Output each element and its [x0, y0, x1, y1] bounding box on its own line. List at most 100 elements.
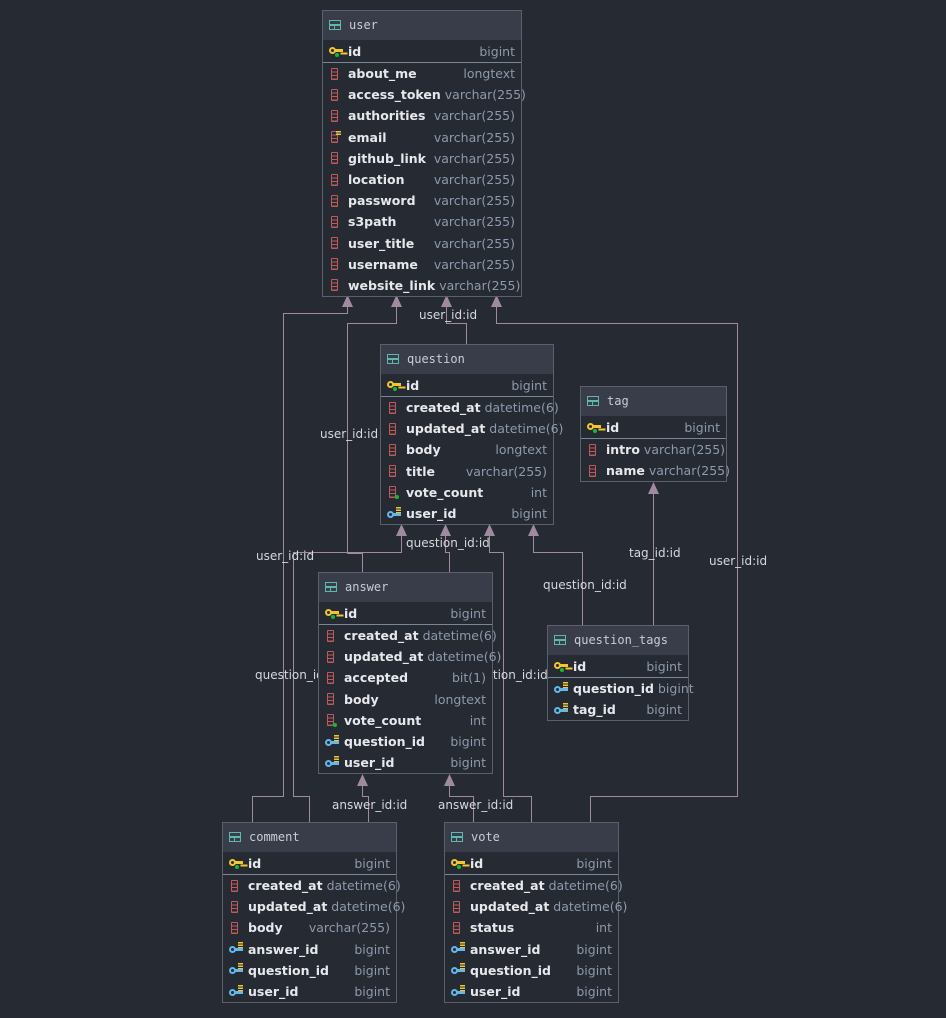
column-type: varchar(255): [648, 463, 730, 479]
table-header[interactable]: comment: [223, 823, 396, 852]
column-name: s3path: [348, 214, 397, 230]
table-header[interactable]: vote: [445, 823, 618, 852]
column-name: id: [344, 605, 358, 621]
column-name: created_at: [470, 878, 545, 894]
column-name: access_token: [348, 87, 441, 103]
column-name: accepted: [344, 670, 409, 686]
table-icon: [451, 832, 463, 842]
column-name: body: [248, 920, 283, 936]
link-vote-question: [489, 532, 532, 822]
column-type: datetime(6): [422, 628, 497, 644]
table-header[interactable]: tag: [581, 387, 726, 416]
column-type: bigint: [511, 506, 547, 522]
column-icon: [228, 921, 244, 935]
table-header[interactable]: answer: [319, 573, 492, 602]
arrow-head: [441, 295, 452, 307]
column-type: bigint: [576, 962, 612, 978]
column-type: bigint: [684, 419, 720, 435]
column-type: bigint: [576, 984, 612, 1000]
table-header[interactable]: question_tags: [548, 626, 688, 655]
arrow-head: [440, 524, 451, 536]
table-header[interactable]: question: [381, 345, 553, 374]
link-answer-question: [445, 532, 450, 572]
column-type: varchar(255): [433, 214, 515, 230]
column-row-s3path[interactable]: s3path varchar(255): [323, 211, 521, 232]
column-type: varchar(255): [465, 463, 547, 479]
table-header[interactable]: user: [323, 11, 521, 40]
column-name: id: [406, 377, 420, 393]
column-type: bigint: [354, 941, 390, 957]
column-type: datetime(6): [548, 878, 623, 894]
column-icon: [324, 671, 340, 685]
arrow-head: [528, 524, 539, 536]
link-questiontags-question: [533, 532, 583, 625]
relation-label-comment-answer: answer_id:id: [332, 798, 408, 812]
link-question-user: [446, 302, 467, 344]
column-type: datetime(6): [331, 899, 406, 915]
relation-label-answer-user: user_id:id: [320, 427, 379, 441]
column-type: varchar(255): [433, 108, 515, 124]
table-name: comment: [249, 830, 300, 844]
arrow-head: [396, 524, 407, 536]
column-row-accepted[interactable]: accepted bit(1): [319, 667, 492, 688]
table-name: user: [349, 18, 378, 32]
column-name: id: [248, 855, 262, 871]
column-type: datetime(6): [326, 878, 401, 894]
column-icon: [450, 900, 466, 914]
foreign-key-icon: [228, 963, 244, 977]
column-type: bit(1): [451, 670, 486, 686]
